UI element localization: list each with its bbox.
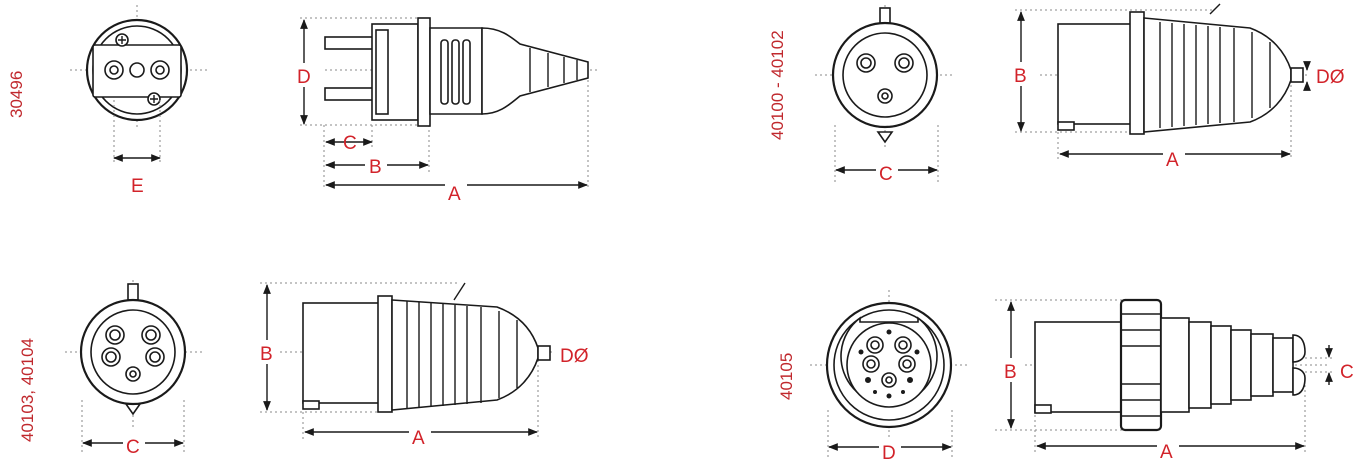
p3-dim-b: B bbox=[1014, 66, 1027, 87]
p3-dim-d: DØ bbox=[1316, 67, 1345, 88]
p3-front-view: C bbox=[815, 5, 955, 185]
p3-dim-a: A bbox=[1166, 150, 1179, 171]
schuko-dim-a: A bbox=[448, 184, 461, 205]
p5-dim-b: B bbox=[1004, 362, 1017, 383]
schuko-dim-d: D bbox=[297, 67, 311, 88]
p5-dim-c: C bbox=[1340, 362, 1354, 383]
schuko-front-view: E bbox=[70, 5, 210, 197]
p4-dim-c: C bbox=[126, 437, 140, 458]
p4-dim-a: A bbox=[412, 428, 425, 449]
p4-dim-b: B bbox=[260, 344, 273, 365]
schuko-dim-c: C bbox=[343, 133, 357, 154]
p5-dim-a: A bbox=[1160, 442, 1173, 463]
p3-side-view: B A DØ bbox=[1011, 3, 1345, 171]
p4-side-view: B A DØ bbox=[257, 282, 589, 449]
p3-dim-c: C bbox=[879, 164, 893, 185]
schuko-side-view: D C B A bbox=[293, 17, 600, 205]
schuko-dim-b: B bbox=[369, 157, 382, 178]
schuko-dim-e: E bbox=[131, 176, 144, 197]
p4-dim-d: DØ bbox=[560, 346, 589, 367]
p5-side-view: B A C bbox=[995, 298, 1354, 463]
p5-dim-d: D bbox=[882, 443, 896, 464]
p4-front-view: C bbox=[65, 280, 205, 458]
p5-front-view: D bbox=[810, 290, 970, 464]
